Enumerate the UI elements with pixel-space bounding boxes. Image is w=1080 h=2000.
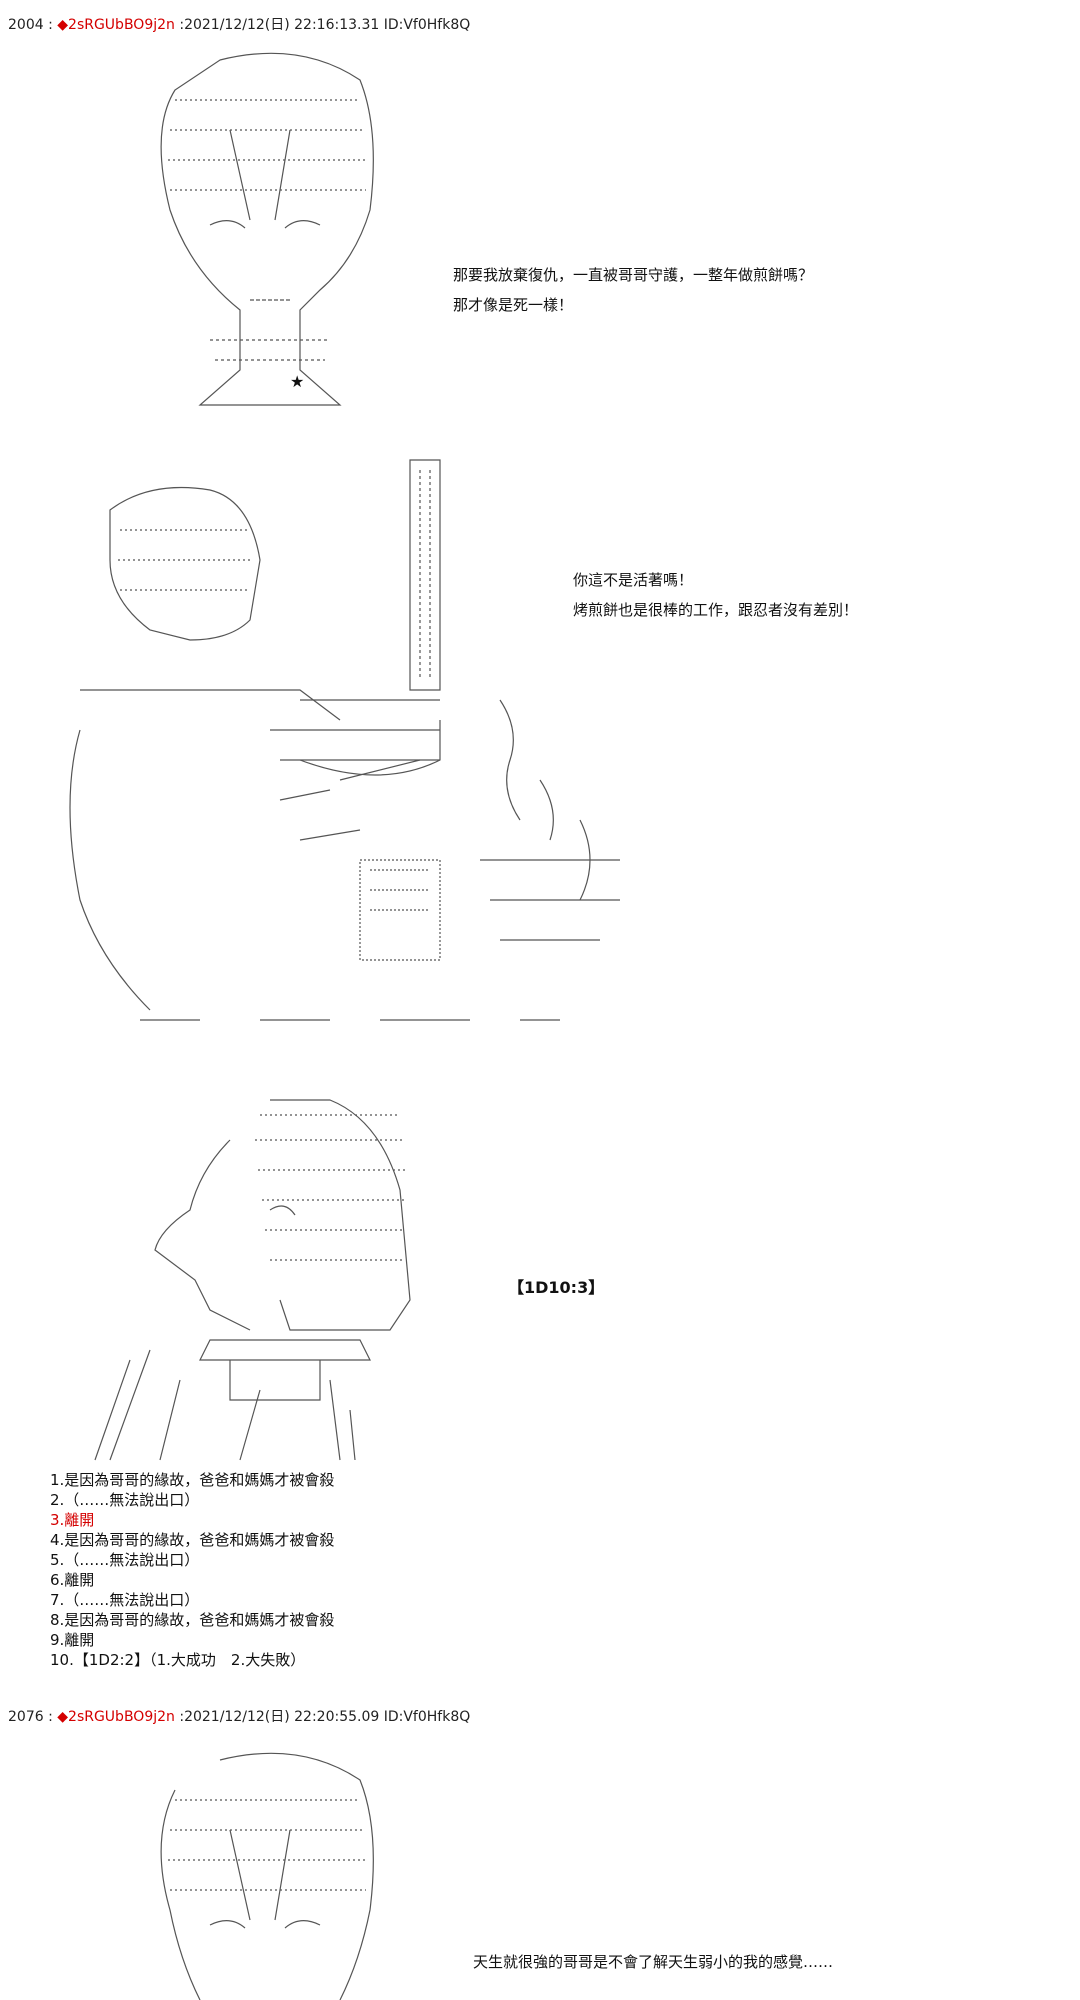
ascii-art-cooking-scene (69, 459, 620, 1021)
ascii-art-face-1: ★ (160, 52, 374, 406)
svg-text:★: ★ (290, 372, 304, 391)
dialogue-line: 那才像是死一樣！ (453, 296, 574, 314)
post-number: 2004 (8, 17, 44, 33)
dialogue-block-2: 你這不是活著嗎！ 烤煎餅也是很棒的工作，跟忍者沒有差別！ (573, 565, 858, 625)
choice-item: 9.離開 (50, 1631, 95, 1649)
dice-roll: 【1D10:3】 (508, 1278, 605, 1297)
choice-item: 10.【1D2:2】（1.大成功 2.大失敗） (50, 1651, 306, 1669)
poster-trip[interactable]: ◆2sRGUbBO9j2n (57, 1709, 175, 1725)
choice-item-highlighted: 3.離開 (50, 1511, 95, 1529)
post-meta: :2021/12/12(日) 22:20:55.09 ID:Vf0Hfk8Q (174, 1709, 471, 1725)
choice-item: 8.是因為哥哥的緣故，爸爸和媽媽才被會殺 (50, 1611, 335, 1629)
post-number: 2076 (8, 1709, 44, 1725)
dialogue-line: 你這不是活著嗎！ (573, 571, 694, 589)
choice-item: 5.（……無法說出口） (50, 1551, 200, 1569)
post-meta: :2021/12/12(日) 22:16:13.31 ID:Vf0Hfk8Q (174, 17, 471, 33)
dialogue-block-1: 那要我放棄復仇，一直被哥哥守護，一整年做煎餅嗎？ 那才像是死一樣！ (453, 260, 813, 320)
choice-list: 1.是因為哥哥的緣故，爸爸和媽媽才被會殺 2.（……無法說出口） 3.離開 4.… (50, 1470, 334, 1670)
post-header: 2076 : ◆2sRGUbBO9j2n :2021/12/12(日) 22:2… (8, 1709, 471, 1725)
ascii-art-profile (94, 1099, 411, 1461)
dialogue-line: 天生就很強的哥哥是不會了解天生弱小的我的感覺…… (473, 1953, 834, 1971)
post-header: 2004 : ◆2sRGUbBO9j2n :2021/12/12(日) 22:1… (8, 17, 471, 33)
dialogue-line: 烤煎餅也是很棒的工作，跟忍者沒有差別！ (573, 601, 859, 619)
choice-item: 6.離開 (50, 1571, 95, 1589)
choice-item: 7.（……無法說出口） (50, 1591, 200, 1609)
poster-trip[interactable]: ◆2sRGUbBO9j2n (57, 17, 175, 33)
choice-item: 4.是因為哥哥的緣故，爸爸和媽媽才被會殺 (50, 1531, 335, 1549)
ascii-art-face-2 (160, 1752, 374, 2000)
dialogue-line: 那要我放棄復仇，一直被哥哥守護，一整年做煎餅嗎？ (453, 266, 814, 284)
dialogue-block-3: 天生就很強的哥哥是不會了解天生弱小的我的感覺…… (473, 1947, 833, 1977)
choice-item: 1.是因為哥哥的緣故，爸爸和媽媽才被會殺 (50, 1471, 335, 1489)
choice-item: 2.（……無法說出口） (50, 1491, 200, 1509)
